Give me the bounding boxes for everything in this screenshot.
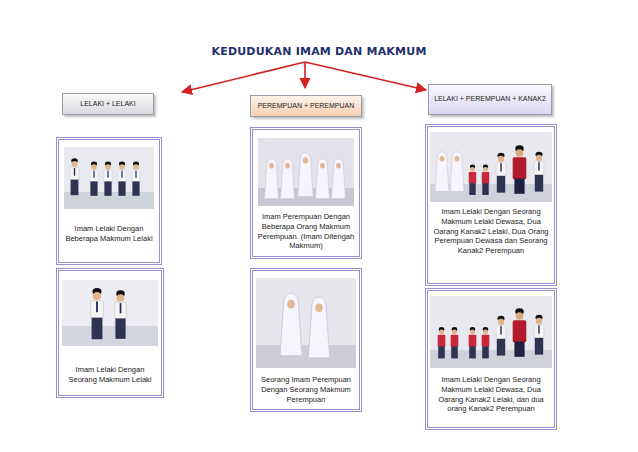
- position-card: Seorang Imam Perempuan Dengan Seorang Ma…: [250, 268, 362, 412]
- caption-text: Imam Lelaki Dengan Beberapa Makmum Lelak…: [63, 224, 155, 244]
- category-header: PEREMPUAN + PEREMPUAN: [250, 95, 362, 117]
- category-header: LELAKI + LELAKI: [62, 93, 154, 115]
- caption-text: Imam Lelaki Dengan Seorang Makmum Lelaki: [63, 365, 157, 385]
- caption-text: Imam Perempuan Dengan Beberapa Orang Mak…: [257, 212, 355, 251]
- category-header: LELAKI + PEREMPUAN + KANAK2: [428, 84, 552, 115]
- position-card: Imam Lelaki Dengan Seorang Makmum Lelaki: [56, 268, 164, 398]
- caption-text: Seorang Imam Perempuan Dengan Seorang Ma…: [257, 375, 355, 404]
- position-card: Imam Perempuan Dengan Beberapa Orang Mak…: [250, 127, 362, 259]
- caption-text: Imam Lelaki Dengan Seorang Makmum Lelaki…: [432, 207, 550, 256]
- caption-text: Imam Lelaki Dengan Seorang Makmum Lelaki…: [432, 375, 550, 414]
- position-card: Imam Lelaki Dengan Beberapa Makmum Lelak…: [56, 137, 162, 265]
- position-card: Imam Lelaki Dengan Seorang Makmum Lelaki…: [425, 288, 557, 430]
- position-card: Imam Lelaki Dengan Seorang Makmum Lelaki…: [425, 124, 557, 286]
- diagram-title: KEDUDUKAN IMAM DAN MAKMUM: [0, 45, 638, 58]
- header-label: PEREMPUAN + PEREMPUAN: [258, 102, 355, 111]
- header-label: LELAKI + PEREMPUAN + KANAK2: [434, 95, 546, 104]
- header-label: LELAKI + LELAKI: [80, 100, 135, 109]
